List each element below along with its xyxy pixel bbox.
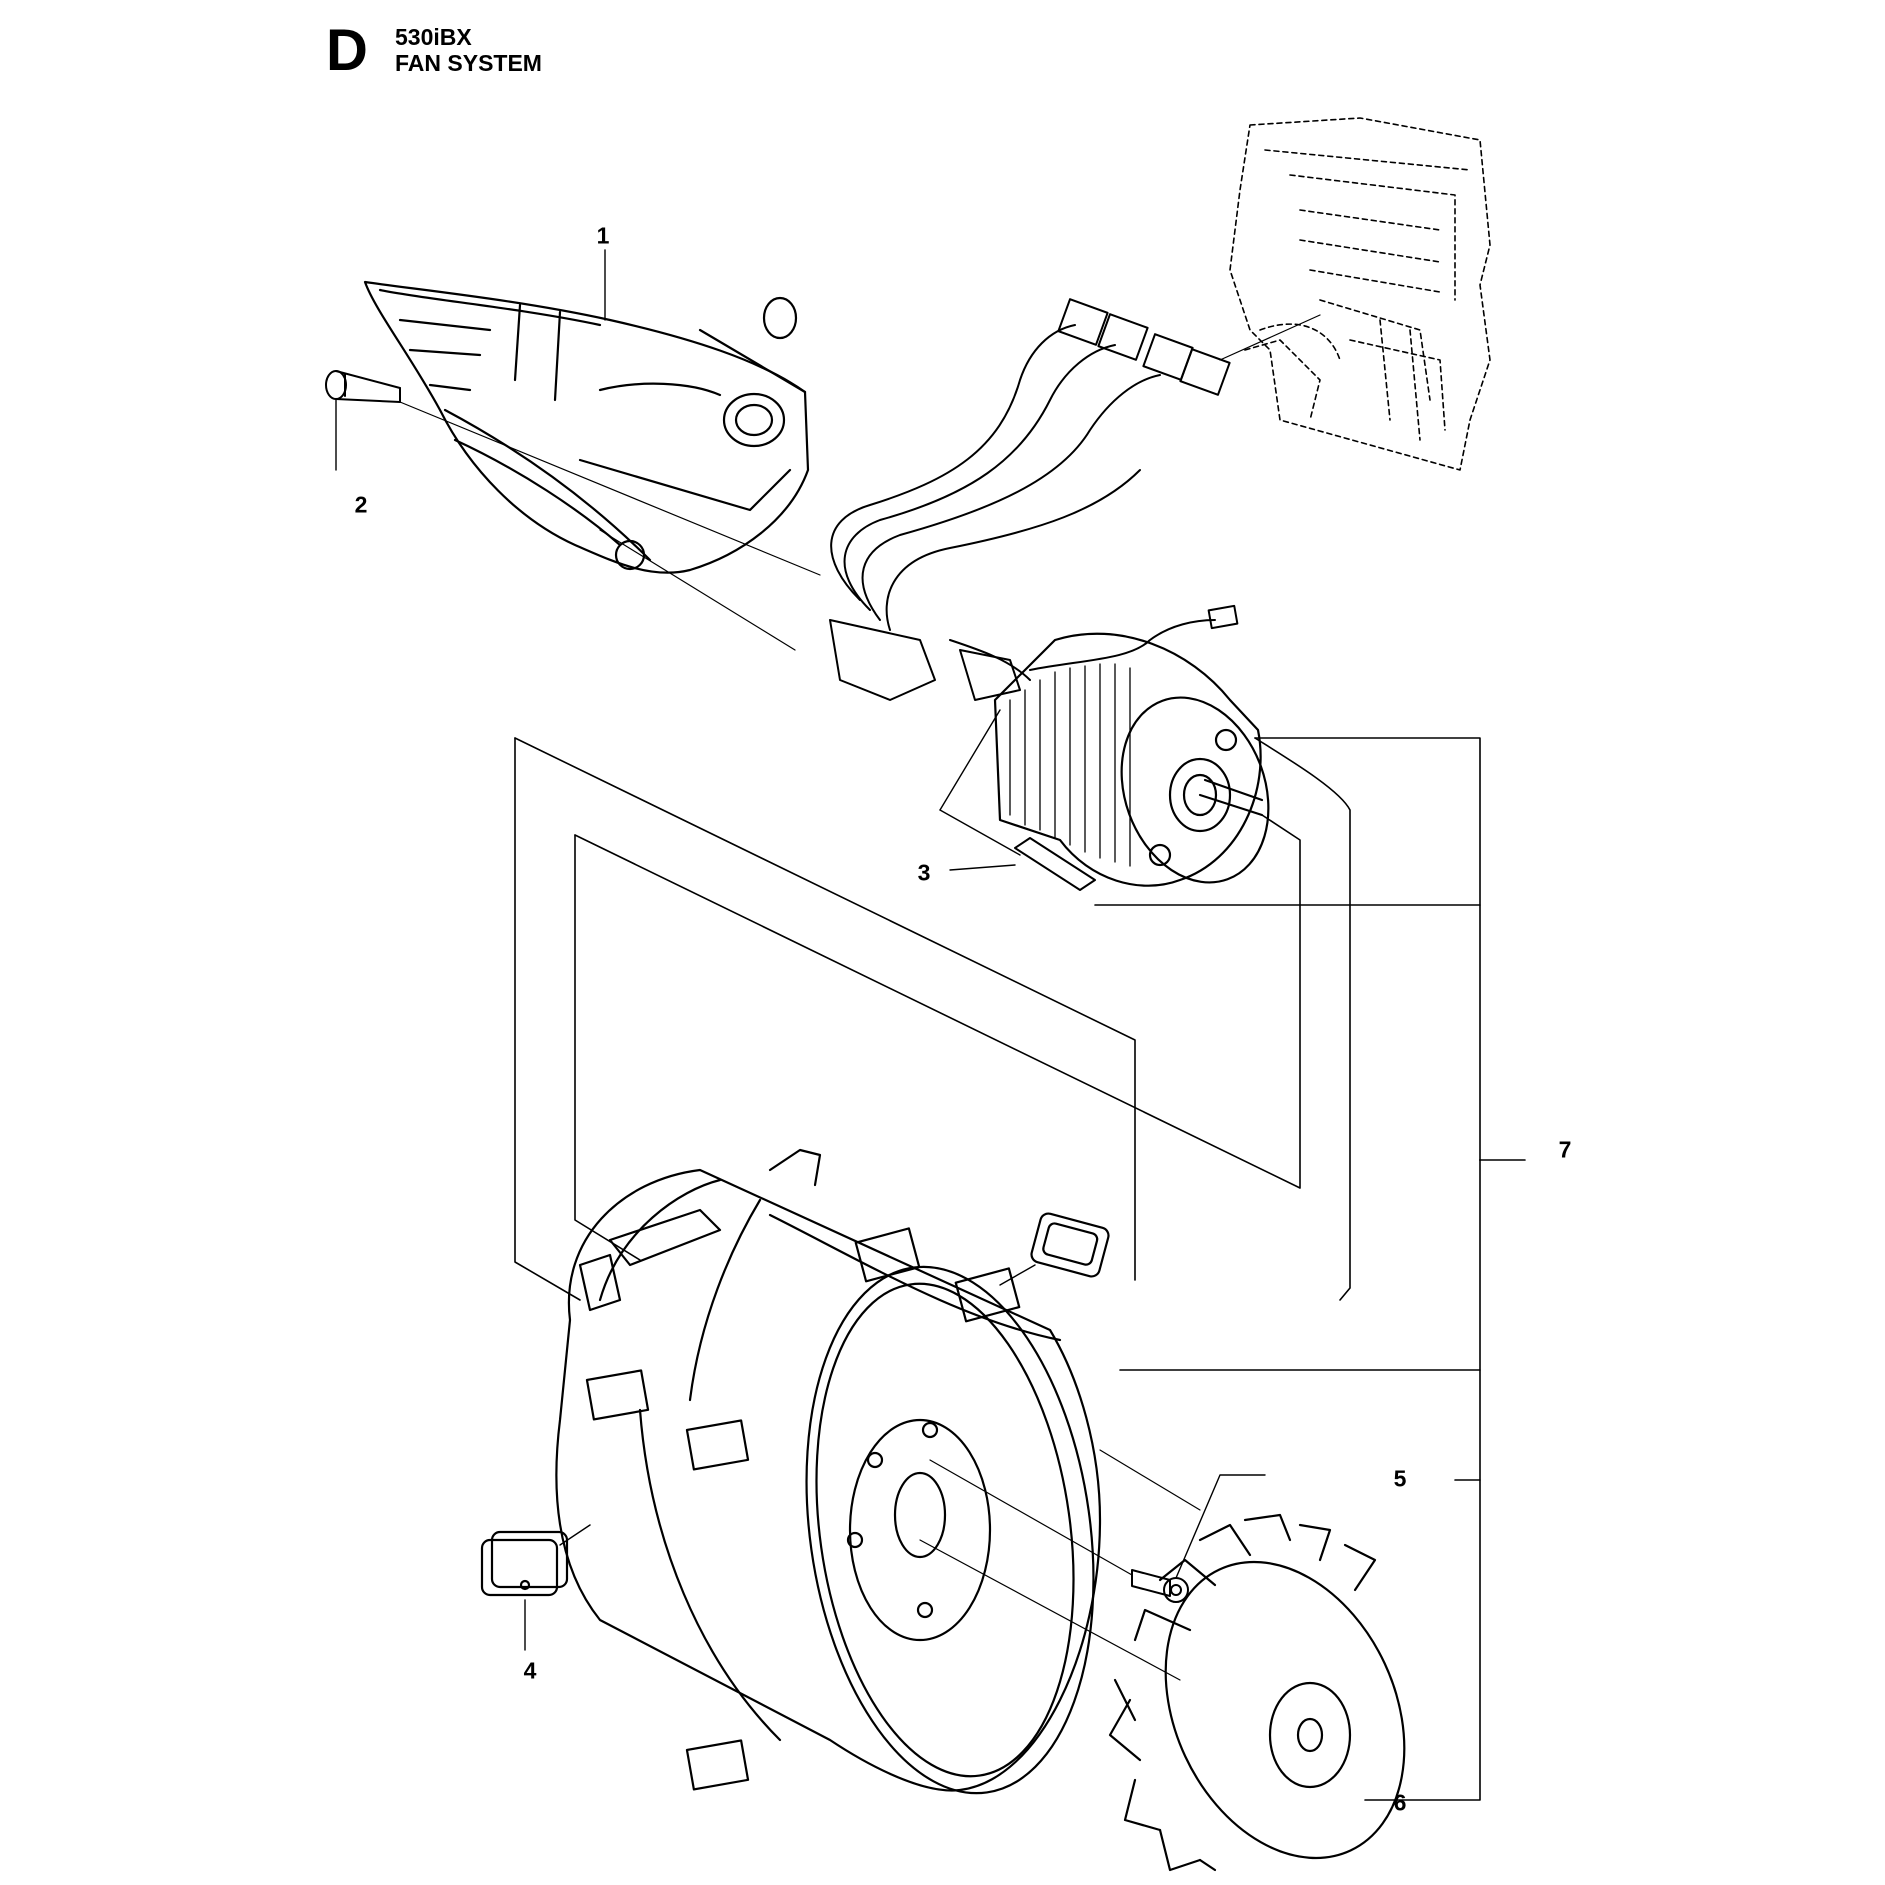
section-letter: D <box>326 18 368 83</box>
kit-bracket-lines <box>514 737 1526 1801</box>
wire-harness <box>829 298 1321 701</box>
screw-part-5 <box>929 1459 1266 1603</box>
motor-assembly <box>993 632 1270 887</box>
callout-1: 1 <box>596 222 610 249</box>
fan-housing-cylinder <box>555 1148 1102 1795</box>
grommet-top <box>999 1212 1110 1286</box>
callout-5: 5 <box>1393 1465 1407 1492</box>
callout-2: 2 <box>354 491 368 518</box>
diagram-title: FAN SYSTEM <box>395 50 542 76</box>
grommet-part-4 <box>480 1524 591 1651</box>
control-board-outline <box>1229 117 1491 471</box>
screw-part-2 <box>325 370 401 471</box>
model-name: 530iBX <box>395 24 472 50</box>
callout-4: 4 <box>523 1657 537 1684</box>
alignment-lines <box>399 401 821 651</box>
callout-3: 3 <box>917 859 931 886</box>
key-pin-part-3 <box>939 709 1096 891</box>
callout-6: 6 <box>1393 1789 1407 1816</box>
callout-7: 7 <box>1558 1136 1572 1163</box>
fan-housing-cone <box>363 280 810 574</box>
fan-impeller-part-6 <box>919 1449 1406 1872</box>
